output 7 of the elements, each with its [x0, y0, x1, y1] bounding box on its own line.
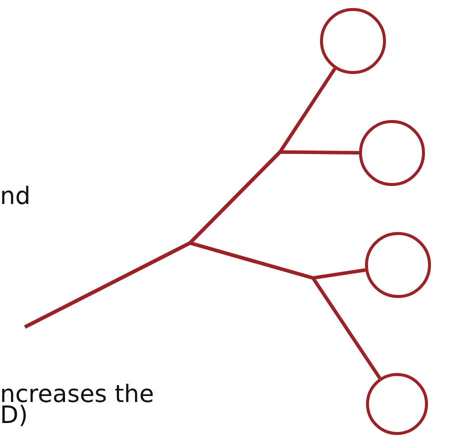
branch-line [24, 241, 382, 380]
circle-node [365, 232, 431, 298]
text-fragment: ncreases the D) [0, 384, 156, 426]
circle-node [366, 373, 428, 435]
circle-node [359, 120, 425, 186]
circle-node [320, 8, 386, 74]
text-fragment: nd [0, 186, 32, 207]
